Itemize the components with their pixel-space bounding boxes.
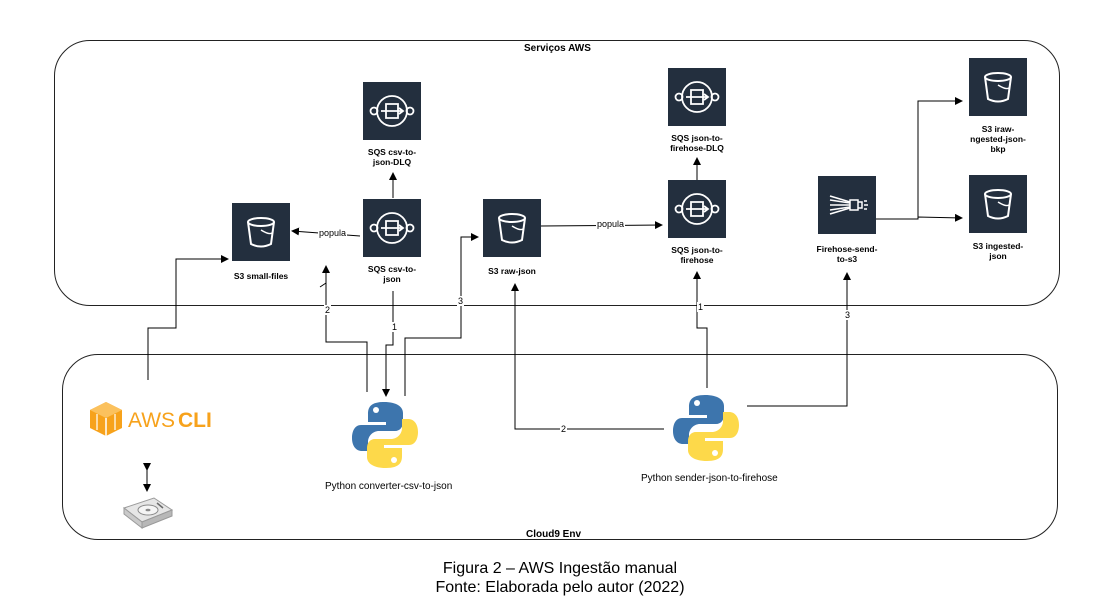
aws-cli-bold: CLI [178, 409, 212, 432]
s3-ingested-json-node[interactable] [969, 175, 1027, 233]
sqs-json-to-firehose-label: SQS json-to- firehose [671, 245, 723, 265]
cloud9-env-group [62, 354, 1058, 540]
s3-small-files-node[interactable] [232, 203, 290, 261]
edge-label-step: 1 [697, 302, 705, 312]
sqs-csv-to-json-dlq-node[interactable] [363, 82, 421, 140]
edge-label-step: 3 [844, 310, 852, 320]
edge-label-popula: popula [596, 219, 626, 229]
edge-sqs-csv-to-converter [382, 291, 394, 397]
figure-caption-title: Figura 2 – AWS Ingestão manual [442, 560, 678, 577]
s3-raw-json-node[interactable] [483, 199, 541, 257]
s3-ingested-json-label: S3 ingested- json [972, 241, 1024, 261]
sqs-queue-icon [674, 81, 720, 113]
s3-iraw-ngested-json-bkp-label: S3 iraw- ngested-json- bkp [970, 124, 1026, 154]
edge-converter-to-s3-raw-json [404, 233, 479, 396]
aws-cli-prefix: AWS [128, 409, 181, 432]
sqs-json-to-firehose-node[interactable] [668, 180, 726, 238]
edge-sender-to-firehose [747, 272, 851, 407]
s3-bucket-icon [247, 217, 275, 248]
python-logo-icon [673, 395, 739, 461]
sqs-queue-icon [369, 212, 415, 244]
cloud9-env-group-title: Cloud9 Env [526, 529, 582, 540]
edge-sender-to-sqs-json [693, 271, 708, 388]
hard-drive-icon [122, 497, 174, 530]
edge-cli-to-s3-small-files [147, 255, 229, 380]
sqs-csv-to-json-node[interactable] [363, 199, 421, 257]
firehose-send-to-s3-label: Firehose-send- to-s3 [816, 244, 878, 264]
python-logo-icon [352, 402, 418, 468]
local-disk[interactable] [118, 492, 176, 532]
edge-label-step: 2 [560, 424, 568, 434]
edge-label-popula: popula [318, 228, 348, 238]
edge-firehose-to-s3-bkp [876, 97, 963, 220]
python-sender-logo[interactable] [673, 393, 739, 463]
s3-iraw-ngested-json-bkp-node[interactable] [969, 58, 1027, 116]
s3-bucket-icon [498, 213, 526, 244]
edge-firehose-to-s3-ingested [876, 213, 963, 222]
aws-services-group-title: Serviços AWS [524, 43, 591, 54]
edge-label-step: 3 [457, 296, 465, 306]
sqs-queue-icon [369, 95, 415, 127]
edge-label-step: 1 [391, 322, 399, 332]
s3-bucket-icon [984, 189, 1012, 220]
sqs-json-to-firehose-dlq-label: SQS json-to- firehose-DLQ [670, 133, 724, 153]
firehose-icon [829, 195, 868, 215]
aws-cli-icon [90, 402, 122, 436]
s3-bucket-icon [984, 72, 1012, 103]
aws-cli-logo[interactable]: AWS CLI [88, 400, 218, 440]
edge-sender-to-s3-raw-json [511, 283, 664, 430]
sqs-queue-icon [674, 193, 720, 225]
sqs-csv-to-json-dlq-label: SQS csv-to- json-DLQ [367, 147, 417, 167]
sqs-json-to-firehose-dlq-node[interactable] [668, 68, 726, 126]
sqs-csv-to-json-label: SQS csv-to- json [367, 264, 417, 284]
edge-converter-to-s3-small-files [319, 282, 368, 392]
s3-small-files-label: S3 small-files [233, 271, 289, 281]
firehose-send-to-s3-node[interactable] [818, 176, 876, 234]
python-sender-label: Python sender-json-to-firehose [641, 473, 778, 484]
python-converter-logo[interactable] [352, 400, 418, 470]
figure-caption-source: Fonte: Elaborada pelo autor (2022) [435, 579, 685, 596]
s3-raw-json-label: S3 raw-json [488, 266, 536, 276]
python-converter-label: Python converter-csv-to-json [325, 481, 453, 492]
edge-label-step: 2 [324, 305, 332, 315]
